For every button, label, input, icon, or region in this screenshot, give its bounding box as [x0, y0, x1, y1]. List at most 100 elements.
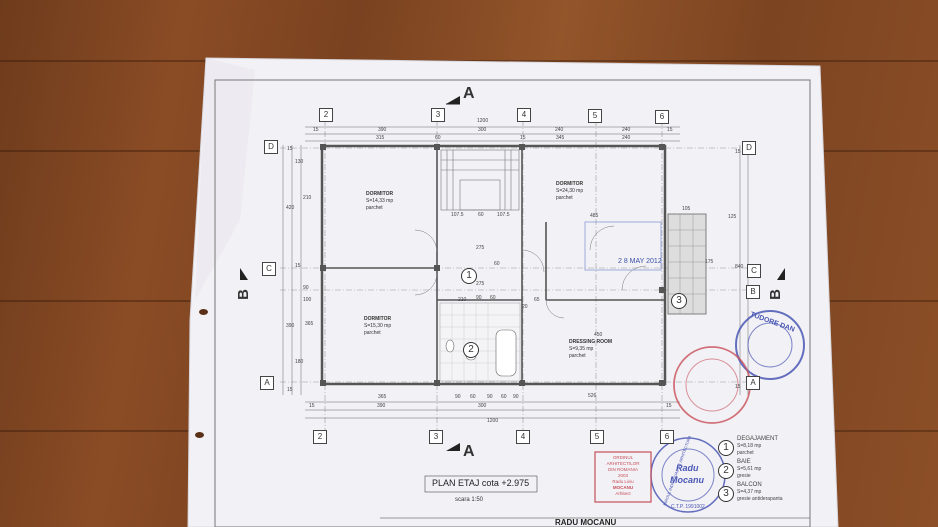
- dim-left: 365: [305, 321, 314, 327]
- interior-walls: [322, 146, 665, 384]
- legend-area: S=5,61 mp: [737, 466, 762, 472]
- axis-row-a-left: A: [260, 376, 274, 390]
- dim-left: 15: [287, 146, 293, 152]
- dim-right: 15: [735, 384, 741, 390]
- stamp-red-line: DIN ROMANIA: [607, 467, 638, 472]
- legend-name: BALCON: [737, 482, 762, 488]
- dim-left: 130: [295, 159, 304, 165]
- dim-interior: 210: [458, 297, 467, 303]
- room-number-badge: 1: [461, 268, 477, 284]
- axis-col-6-top: 6: [655, 110, 669, 124]
- dim-bottom-part: 15: [309, 403, 315, 409]
- dim-interior: 90: [476, 295, 482, 301]
- room-name: DORMITOR: [556, 181, 584, 187]
- dim-right: 15: [735, 149, 741, 155]
- dim-top-part: 390: [378, 127, 387, 133]
- punch-hole: [199, 309, 208, 315]
- dim-interior: 175: [705, 259, 714, 265]
- room-floor: parchet: [569, 353, 586, 359]
- paper: [187, 57, 839, 527]
- room-floor: parchet: [556, 195, 573, 201]
- stamp-architect-name-1: Radu: [676, 463, 699, 473]
- columns: [320, 144, 665, 386]
- dim-top-sub: 60: [435, 135, 441, 141]
- dim-interior: 450: [594, 332, 603, 338]
- dim-interior: 275: [476, 281, 485, 287]
- dim-left: 15: [287, 387, 293, 393]
- stamp-red-line: Arhitect: [615, 491, 631, 496]
- stamp-red-box: [594, 451, 652, 503]
- dim-left: 100: [303, 297, 312, 303]
- sheet-footer: RADU MOCANU: [555, 518, 617, 527]
- punch-hole: [195, 432, 204, 438]
- dim-interior: 107.5: [451, 212, 464, 218]
- stamp-red-line: 2003: [617, 473, 628, 478]
- dim-bottom-part: 15: [666, 403, 672, 409]
- stamp-red-line: ORDINUL ARHITECTILOR: [606, 455, 640, 466]
- dim-top-part: 240: [622, 127, 631, 133]
- dim-left: 390: [286, 323, 295, 329]
- legend-name: DEGAJAMENT: [737, 436, 779, 442]
- dim-interior: 65: [534, 297, 540, 303]
- dim-bottom-sub: 60: [501, 394, 507, 400]
- plan-title: PLAN ETAJ cota +2.975: [432, 478, 530, 488]
- dim-interior: 60: [478, 212, 484, 218]
- dim-bottom-sub: 90: [487, 394, 493, 400]
- room-name: DRESSING ROOM: [569, 339, 613, 345]
- axis-row-d-left: D: [264, 140, 278, 154]
- bathtub: [495, 329, 517, 377]
- dim-interior: 60: [494, 261, 500, 267]
- room-number-badge: 3: [671, 293, 687, 309]
- dim-bottom-sub: 60: [470, 394, 476, 400]
- axis-col-5-bottom: 5: [590, 430, 604, 444]
- dim-left: 90: [303, 285, 309, 291]
- room-area: S=24,30 mp: [556, 188, 584, 194]
- room-floor: parchet: [366, 205, 383, 211]
- room-name: DORMITOR: [364, 316, 392, 322]
- stamp-red-line: Radu Liviu: [612, 479, 634, 484]
- room-area: S=14,33 mp: [366, 198, 394, 204]
- axis-col-2-bottom: 2: [313, 430, 327, 444]
- door-swings: [414, 225, 647, 319]
- dim-interior: 60: [490, 295, 496, 301]
- dim-left: 180: [295, 359, 304, 365]
- legend-number: 1: [718, 440, 734, 456]
- stamp-blue-ring: [735, 310, 805, 380]
- axis-row-c-left: C: [262, 262, 276, 276]
- stamp-architect-name-2: Mocanu: [670, 475, 705, 485]
- section-mark-top: A: [463, 85, 475, 102]
- legend-name: BAIE: [737, 459, 751, 465]
- legend-floor: gresie: [737, 473, 751, 479]
- dim-bottom-total: 1200: [487, 418, 499, 424]
- dim-top-sub: 240: [622, 135, 631, 141]
- axis-col-3-bottom: 3: [429, 430, 443, 444]
- axis-row-a-right: A: [746, 376, 760, 390]
- room-number-badge: 2: [463, 342, 479, 358]
- dim-top-part: 15: [313, 127, 319, 133]
- section-mark-right: B: [766, 289, 784, 300]
- section-arrows: [240, 96, 785, 451]
- legend-area: S=4,37 mp: [737, 489, 762, 495]
- axis-row-c-right: C: [747, 264, 761, 278]
- legend-floor: gresie antiderapanta: [737, 496, 783, 502]
- dim-top-sub: 315: [376, 135, 385, 141]
- axis-col-5-top: 5: [588, 109, 602, 123]
- stamp-architect-ctp: C.T.P. 1991002: [671, 504, 705, 510]
- axis-row-b-right: B: [746, 285, 760, 299]
- dim-interior: 107.5: [497, 212, 510, 218]
- dim-left: 210: [303, 195, 312, 201]
- legend-floor: parchet: [737, 450, 754, 456]
- axis-col-6-bottom: 6: [660, 430, 674, 444]
- room-name: DORMITOR: [366, 191, 394, 197]
- dim-bottom-part: 300: [478, 403, 487, 409]
- stamp-red-box-text: ORDINUL ARHITECTILOR DIN ROMANIA 2003 Ra…: [597, 455, 649, 497]
- toilet: [445, 339, 455, 353]
- dim-interior: 485: [590, 213, 599, 219]
- legend-area: S=8,18 mp: [737, 443, 762, 449]
- dim-interior: 20: [522, 304, 528, 310]
- stamp-date: 2 8 MAY 2012: [618, 258, 662, 265]
- stamp-date-box: [584, 221, 662, 271]
- legend-number: 2: [718, 463, 734, 479]
- axis-row-d-right: D: [742, 141, 756, 155]
